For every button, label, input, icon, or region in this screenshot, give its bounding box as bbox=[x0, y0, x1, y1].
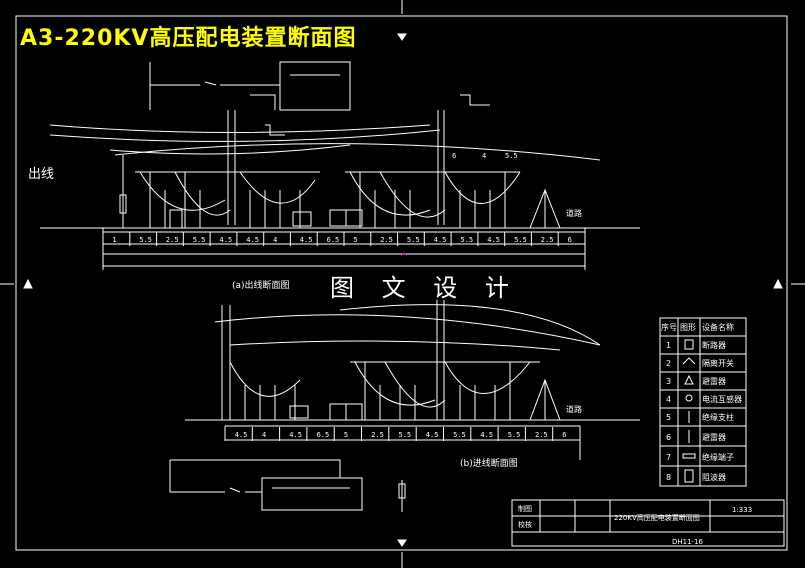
marker-symbol: ^ bbox=[400, 252, 408, 263]
dimension-label: 4.5 bbox=[480, 431, 493, 439]
dimension-label: 2.5 bbox=[371, 431, 384, 439]
dimension-label: 6 bbox=[568, 236, 572, 244]
dimension-label: 4.5 bbox=[426, 431, 439, 439]
dimension-label: 5.5 bbox=[453, 431, 466, 439]
frame-arrow-left bbox=[23, 278, 33, 289]
insulator-terminal-icon bbox=[682, 453, 696, 459]
dimension-label: 5.5 bbox=[508, 431, 521, 439]
dimension-label: 4 bbox=[273, 236, 277, 244]
line-trap-icon bbox=[684, 469, 694, 483]
section-b-diagram bbox=[169, 300, 640, 512]
dimension-label: 6.5 bbox=[327, 236, 340, 244]
page-title: A3-220KV高压配电装置断面图 bbox=[20, 26, 357, 51]
dimension-label: 2.5 bbox=[166, 236, 179, 244]
legend-table-grid bbox=[659, 317, 747, 487]
legend-row-name: 绝缘端子 bbox=[702, 452, 734, 462]
road-label-b: 道路 bbox=[566, 404, 582, 414]
frame-arrow-right bbox=[773, 278, 783, 289]
legend-row-name: 断路器 bbox=[702, 340, 726, 350]
legend-header-no: 序号 bbox=[661, 322, 677, 332]
dimension-label: 5.5 bbox=[514, 236, 527, 244]
dimension-label: 6 bbox=[562, 431, 566, 439]
legend-row-no: 7 bbox=[666, 453, 671, 462]
legend-header-name: 设备名称 bbox=[702, 322, 734, 332]
dimension-label: 5.5 bbox=[461, 236, 474, 244]
breaker-icon bbox=[684, 339, 694, 350]
arrester-icon bbox=[684, 374, 694, 385]
legend-row-no: 1 bbox=[666, 341, 671, 350]
legend-row-name: 隔离开关 bbox=[702, 358, 734, 368]
title-block-label-drawn: 制图 bbox=[518, 504, 532, 513]
dimension-label: 2.5 bbox=[380, 236, 393, 244]
legend-row-no: 5 bbox=[666, 413, 671, 422]
dimension-label: 4.5 bbox=[220, 236, 233, 244]
dimension-label: 5.5 bbox=[139, 236, 152, 244]
road-label-a: 道路 bbox=[566, 208, 582, 218]
dimension-label: 5.5 bbox=[193, 236, 206, 244]
dimension-label: 4 bbox=[482, 152, 486, 160]
title-block-scale: 1:333 bbox=[732, 506, 752, 514]
frame-arrow-top bbox=[397, 33, 407, 41]
dimension-label: 5.5 bbox=[407, 236, 420, 244]
title-block-drawing-no: DH11-16 bbox=[672, 538, 704, 546]
title-block-grid bbox=[511, 499, 785, 547]
dimension-label: 1 bbox=[112, 236, 116, 244]
legend-symbols bbox=[682, 339, 696, 483]
frame-arrow-bottom bbox=[397, 539, 407, 547]
dimension-label: 4.5 bbox=[487, 236, 500, 244]
legend-row-no: 6 bbox=[666, 433, 671, 442]
watermark-text: 图 文 设 计 bbox=[330, 274, 519, 302]
legend-row-name: 阻波器 bbox=[702, 472, 726, 482]
title-block-label-checked: 校核 bbox=[518, 520, 532, 529]
legend-row-no: 2 bbox=[666, 359, 671, 368]
dimension-label: 5 bbox=[344, 431, 348, 439]
current-transformer-icon bbox=[685, 394, 693, 402]
dimension-label: 2.5 bbox=[541, 236, 554, 244]
legend-row-no: 8 bbox=[666, 473, 671, 482]
dimension-label: 4.5 bbox=[289, 431, 302, 439]
legend-row-name: 避雷器 bbox=[702, 376, 726, 386]
dimension-label: 5 bbox=[353, 236, 357, 244]
dimension-label: 4.5 bbox=[235, 431, 248, 439]
legend-row-name: 绝缘支柱 bbox=[702, 412, 734, 422]
legend-header-symbol: 图形 bbox=[680, 323, 696, 332]
legend-row-name: 电流互感器 bbox=[702, 394, 742, 404]
dimension-label: 4.5 bbox=[434, 236, 447, 244]
section-a-dimensions: 1 5.5 2.5 5.5 4.5 4.5 4 4.5 6.5 5 2.5 5.5 4.5 5.5 4.5 5… bbox=[102, 232, 572, 246]
legend-row-no: 4 bbox=[666, 395, 671, 404]
dimension-label: 6.5 bbox=[317, 431, 330, 439]
legend-row-name: 避雷器 bbox=[702, 432, 726, 442]
section-b-dimensions: 4.5 4 4.5 6.5 5 2.5 5.5 4.5 5.5 4.5 5.5 2.5 6 bbox=[224, 427, 567, 441]
outgoing-label: 出线 bbox=[28, 167, 54, 182]
dimension-label: 4.5 bbox=[246, 236, 259, 244]
dimension-label: 5.5 bbox=[399, 431, 412, 439]
dimension-label: 6 bbox=[452, 152, 456, 160]
section-b-caption: (b)进线断面图 bbox=[460, 457, 518, 469]
dimension-label: 5.5 bbox=[505, 152, 518, 160]
section-a-caption: (a)出线断面图 bbox=[232, 279, 290, 291]
drawing-frame bbox=[15, 15, 788, 551]
disconnector-icon bbox=[682, 357, 696, 365]
legend-row-no: 3 bbox=[666, 377, 671, 386]
dimension-label: 2.5 bbox=[535, 431, 548, 439]
dimension-label: 4 bbox=[262, 431, 266, 439]
title-block-drawing-title: 220KV高压配电装置断面图 bbox=[614, 513, 700, 522]
dimension-label: 4.5 bbox=[300, 236, 313, 244]
